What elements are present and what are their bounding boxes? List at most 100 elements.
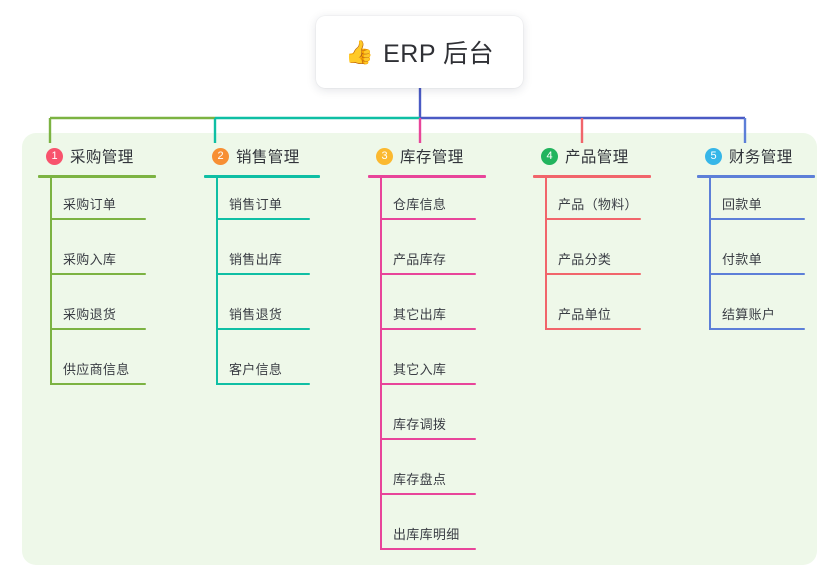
menu-item-underline [380, 273, 476, 275]
column-items-product: 产品（物料） 产品分类产品单位 [528, 178, 651, 343]
menu-item-underline [545, 328, 641, 330]
menu-item[interactable]: 销售订单 [199, 178, 320, 233]
column-rule-purchase [38, 175, 156, 178]
column-sales: 2 销售管理销售订单销售出库销售退货客户信息 [199, 144, 320, 398]
menu-item-label: 产品（物料） [558, 197, 638, 212]
menu-item-underline [216, 218, 310, 220]
column-stem-purchase [50, 178, 52, 385]
menu-item-label: 产品库存 [393, 252, 447, 267]
column-stem-finance [709, 178, 711, 330]
menu-item-underline [50, 328, 146, 330]
menu-item-underline [380, 548, 476, 550]
column-title-finance: 财务管理 [729, 149, 793, 166]
column-header-finance[interactable]: 5 财务管理 [692, 144, 815, 168]
column-header-product[interactable]: 4 产品管理 [528, 144, 651, 168]
column-product: 4 产品管理产品（物料） 产品分类产品单位 [528, 144, 651, 343]
menu-item-label: 仓库信息 [393, 197, 447, 212]
menu-item[interactable]: 采购订单 [33, 178, 156, 233]
column-badge-purchase: 1 [46, 147, 63, 165]
menu-item-underline [216, 273, 310, 275]
menu-item-label: 采购退货 [63, 307, 117, 322]
column-finance: 5 财务管理回款单付款单结算账户 [692, 144, 815, 343]
column-badge-sales: 2 [212, 147, 229, 165]
menu-item[interactable]: 回款单 [692, 178, 815, 233]
menu-item[interactable]: 出库库明细 [363, 508, 486, 563]
column-header-sales[interactable]: 2 销售管理 [199, 144, 320, 168]
menu-item-underline [50, 273, 146, 275]
menu-item[interactable]: 产品（物料） [528, 178, 651, 233]
column-title-sales: 销售管理 [236, 149, 300, 166]
menu-item-underline [709, 218, 805, 220]
menu-item[interactable]: 采购退货 [33, 288, 156, 343]
menu-item-label: 销售退货 [229, 307, 283, 322]
menu-item-label: 销售订单 [229, 197, 283, 212]
menu-item[interactable]: 销售出库 [199, 233, 320, 288]
root-node-card[interactable]: 👍 ERP 后台 [316, 16, 523, 88]
column-stem-inventory [380, 178, 382, 550]
thumbs-up-emoji: 👍 [344, 38, 375, 65]
menu-item-underline [709, 273, 805, 275]
column-stem-product [545, 178, 547, 330]
menu-item-label: 出库库明细 [393, 527, 460, 542]
menu-item[interactable]: 供应商信息 [33, 343, 156, 398]
menu-item-underline [380, 438, 476, 440]
menu-item-label: 其它入库 [393, 362, 447, 377]
menu-item-label: 采购入库 [63, 252, 117, 267]
column-rule-product [533, 175, 651, 178]
menu-item[interactable]: 产品分类 [528, 233, 651, 288]
menu-item-underline [545, 273, 641, 275]
menu-item[interactable]: 销售退货 [199, 288, 320, 343]
column-rule-sales [204, 175, 320, 178]
column-items-sales: 销售订单销售出库销售退货客户信息 [199, 178, 320, 398]
menu-item-label: 付款单 [722, 252, 762, 267]
menu-item[interactable]: 库存调拨 [363, 398, 486, 453]
menu-item-underline [50, 383, 146, 385]
column-badge-inventory: 3 [376, 147, 393, 165]
menu-item-underline [50, 218, 146, 220]
menu-item[interactable]: 产品单位 [528, 288, 651, 343]
menu-item-label: 供应商信息 [63, 362, 130, 377]
menu-item-label: 采购订单 [63, 197, 117, 212]
menu-item-label: 回款单 [722, 197, 762, 212]
column-badge-finance: 5 [705, 147, 722, 165]
column-items-purchase: 采购订单采购入库采购退货供应商信息 [33, 178, 156, 398]
menu-item-underline [216, 383, 310, 385]
menu-item-underline [380, 383, 476, 385]
menu-item-label: 客户信息 [229, 362, 283, 377]
menu-item[interactable]: 其它入库 [363, 343, 486, 398]
column-stem-sales [216, 178, 218, 385]
root-node-title: 👍 ERP 后台 [345, 34, 494, 70]
column-inventory: 3 库存管理仓库信息产品库存其它出库其它入库库存调拨库存盘点出库库明细 [363, 144, 486, 563]
menu-item-label: 库存调拨 [393, 417, 447, 432]
menu-item[interactable]: 其它出库 [363, 288, 486, 343]
column-badge-product: 4 [541, 147, 558, 165]
menu-item-label: 销售出库 [229, 252, 283, 267]
menu-item-label: 结算账户 [722, 307, 776, 322]
menu-item[interactable]: 付款单 [692, 233, 815, 288]
menu-item[interactable]: 产品库存 [363, 233, 486, 288]
menu-item[interactable]: 结算账户 [692, 288, 815, 343]
menu-item-label: 其它出库 [393, 307, 447, 322]
root-title-text: ERP 后台 [383, 40, 495, 68]
menu-item-underline [380, 493, 476, 495]
menu-item[interactable]: 采购入库 [33, 233, 156, 288]
column-rule-finance [697, 175, 815, 178]
menu-item-label: 产品分类 [558, 252, 612, 267]
menu-item[interactable]: 仓库信息 [363, 178, 486, 233]
column-title-product: 产品管理 [565, 149, 629, 166]
menu-item[interactable]: 库存盘点 [363, 453, 486, 508]
menu-item[interactable]: 客户信息 [199, 343, 320, 398]
menu-item-label: 库存盘点 [393, 472, 447, 487]
menu-item-underline [380, 218, 476, 220]
menu-item-underline [709, 328, 805, 330]
column-rule-inventory [368, 175, 486, 178]
column-title-inventory: 库存管理 [400, 149, 464, 166]
column-items-inventory: 仓库信息产品库存其它出库其它入库库存调拨库存盘点出库库明细 [363, 178, 486, 563]
column-header-inventory[interactable]: 3 库存管理 [363, 144, 486, 168]
menu-item-underline [545, 218, 641, 220]
column-items-finance: 回款单付款单结算账户 [692, 178, 815, 343]
